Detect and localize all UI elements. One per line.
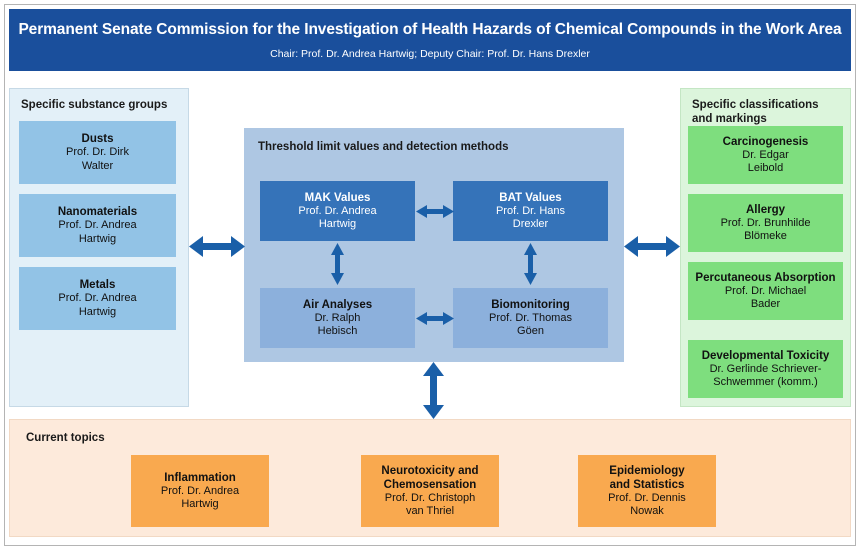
panel-classifications-title-line2: and markings <box>692 113 767 125</box>
node-epidemiology-name-line1: Epidemiology <box>609 464 685 477</box>
node-carcinogenesis-person-line2: Leibold <box>747 162 784 174</box>
node-neurotoxicity[interactable]: Neurotoxicity and Chemosensation Prof. D… <box>361 455 499 527</box>
node-inflammation[interactable]: Inflammation Prof. Dr. Andrea Hartwig <box>131 455 269 527</box>
node-allergy-person-line2: Blömeke <box>744 230 787 242</box>
commission-title: Permanent Senate Commission for the Inve… <box>18 20 842 38</box>
node-inflammation-name-line1: Inflammation <box>164 471 236 484</box>
arrow-mak-to-air-icon <box>331 243 344 285</box>
node-metals[interactable]: Metals Prof. Dr. Andrea Hartwig <box>19 267 176 330</box>
diagram-frame <box>4 4 856 546</box>
node-epidemiology[interactable]: Epidemiology and Statistics Prof. Dr. De… <box>578 455 716 527</box>
node-developmental-toxicity-person-line2: Schwemmer (komm.) <box>713 376 818 388</box>
node-carcinogenesis-person-line1: Dr. Edgar <box>742 148 789 161</box>
arrow-center-to-bottom-icon <box>423 362 444 419</box>
node-biomonitoring-name: Biomonitoring <box>491 298 570 311</box>
node-epidemiology-name-line2: and Statistics <box>609 478 685 491</box>
node-bat-values[interactable]: BAT Values Prof. Dr. Hans Drexler <box>453 181 608 241</box>
node-neurotoxicity-name-line1: Neurotoxicity and <box>381 464 479 477</box>
node-carcinogenesis[interactable]: Carcinogenesis Dr. Edgar Leibold <box>688 126 843 184</box>
node-dusts-person-line2: Walter <box>81 159 114 172</box>
panel-substance-groups-title: Specific substance groups <box>21 99 168 111</box>
node-bat-values-name: BAT Values <box>499 191 562 204</box>
node-inflammation-person-line1: Prof. Dr. Andrea <box>160 484 240 497</box>
node-metals-person-line1: Prof. Dr. Andrea <box>58 292 137 304</box>
node-carcinogenesis-name: Carcinogenesis <box>722 135 809 148</box>
panel-threshold-values-title: Threshold limit values and detection met… <box>258 141 509 153</box>
node-biomonitoring-person-line2: Göen <box>517 325 544 337</box>
node-nanomaterials[interactable]: Nanomaterials Prof. Dr. Andrea Hartwig <box>19 194 176 257</box>
node-developmental-toxicity-name: Developmental Toxicity <box>701 349 830 362</box>
node-developmental-toxicity[interactable]: Developmental Toxicity Dr. Gerlinde Schr… <box>688 340 843 398</box>
node-dusts-name: Dusts <box>81 133 114 145</box>
node-bat-values-person-line2: Drexler <box>512 218 549 230</box>
node-metals-name: Metals <box>79 279 116 291</box>
node-air-analyses-person-line2: Hebisch <box>317 325 358 337</box>
node-nanomaterials-person-line1: Prof. Dr. Andrea <box>58 219 137 231</box>
node-percutaneous-absorption-person-line2: Bader <box>750 298 781 310</box>
node-percutaneous-absorption-person-line1: Prof. Dr. Michael <box>724 284 807 297</box>
node-mak-values-name: MAK Values <box>304 191 371 204</box>
arrow-mak-to-bat-icon <box>416 205 454 218</box>
node-mak-values-person-line2: Hartwig <box>318 218 357 230</box>
arrow-bat-to-biomonitoring-icon <box>524 243 537 285</box>
node-neurotoxicity-name-line2: Chemosensation <box>383 478 477 491</box>
commission-chairs: Chair: Prof. Dr. Andrea Hartwig; Deputy … <box>270 47 590 60</box>
node-metals-person-line2: Hartwig <box>78 305 117 318</box>
panel-classifications-title-line1: Specific classifications <box>692 99 819 111</box>
node-epidemiology-person-line2: Nowak <box>630 505 664 517</box>
node-air-analyses-name: Air Analyses <box>302 298 373 311</box>
node-neurotoxicity-person-line1: Prof. Dr. Christoph <box>384 491 476 504</box>
node-mak-values[interactable]: MAK Values Prof. Dr. Andrea Hartwig <box>260 181 415 241</box>
commission-header: Permanent Senate Commission for the Inve… <box>9 9 851 71</box>
node-percutaneous-absorption-name: Percutaneous Absorption <box>695 271 836 284</box>
node-percutaneous-absorption[interactable]: Percutaneous Absorption Prof. Dr. Michae… <box>688 262 843 320</box>
node-epidemiology-person-line1: Prof. Dr. Dennis <box>608 491 686 504</box>
node-air-analyses[interactable]: Air Analyses Dr. Ralph Hebisch <box>260 288 415 348</box>
node-dusts[interactable]: Dusts Prof. Dr. Dirk Walter <box>19 121 176 184</box>
arrow-left-to-center-icon <box>189 236 245 257</box>
node-neurotoxicity-person-line2: van Thriel <box>405 505 455 517</box>
node-biomonitoring-person-line1: Prof. Dr. Thomas <box>489 311 572 324</box>
node-allergy-name: Allergy <box>746 203 785 216</box>
node-bat-values-person-line1: Prof. Dr. Hans <box>495 204 566 217</box>
arrow-air-to-biomonitoring-icon <box>416 312 454 325</box>
node-developmental-toxicity-person-line1: Dr. Gerlinde Schriever- <box>709 362 822 375</box>
node-inflammation-person-line2: Hartwig <box>181 498 219 510</box>
node-nanomaterials-person-line2: Hartwig <box>78 232 117 245</box>
node-biomonitoring[interactable]: Biomonitoring Prof. Dr. Thomas Göen <box>453 288 608 348</box>
panel-current-topics-title: Current topics <box>26 432 105 444</box>
node-allergy-person-line1: Prof. Dr. Brunhilde <box>720 216 811 229</box>
node-mak-values-person-line1: Prof. Dr. Andrea <box>298 204 377 217</box>
node-dusts-person-line1: Prof. Dr. Dirk <box>66 146 129 158</box>
arrow-center-to-right-icon <box>624 236 680 257</box>
node-allergy[interactable]: Allergy Prof. Dr. Brunhilde Blömeke <box>688 194 843 252</box>
node-air-analyses-person-line1: Dr. Ralph <box>314 311 361 324</box>
node-nanomaterials-name: Nanomaterials <box>57 206 138 218</box>
